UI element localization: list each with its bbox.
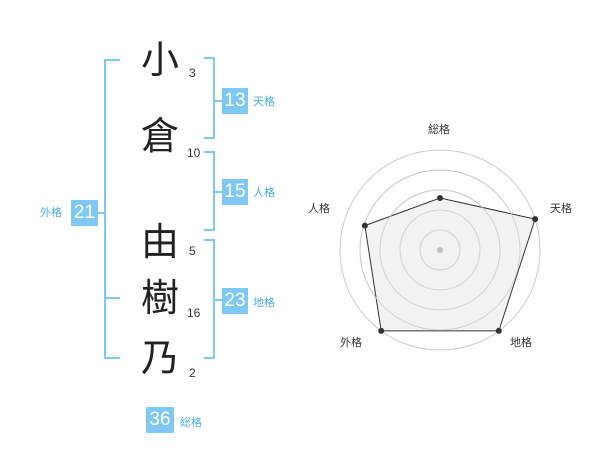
gaikaku-label: 外格 bbox=[40, 206, 62, 219]
radar-grid-ring-overlay bbox=[379, 189, 501, 311]
gaikaku-value: 21 bbox=[71, 200, 98, 226]
radar-grid-ring-overlay bbox=[399, 209, 481, 291]
stroke-count-4: 16 bbox=[187, 306, 201, 320]
stroke-count-1: 3 bbox=[189, 66, 196, 80]
radar-shape bbox=[364, 197, 536, 332]
radar-grid-ring-overlay bbox=[359, 169, 521, 331]
stroke-count-2: 10 bbox=[187, 146, 201, 160]
radar-label-chikaku: 地格 bbox=[510, 336, 532, 349]
name-char-3: 由 bbox=[140, 220, 179, 264]
stroke-count-5: 2 bbox=[189, 366, 196, 380]
radar-point-1 bbox=[437, 195, 443, 201]
radar-point-4 bbox=[378, 327, 385, 334]
radar-label-jinkaku: 人格 bbox=[308, 202, 330, 215]
radar-grid-ring-overlay bbox=[419, 229, 461, 271]
gaikaku-bracket bbox=[104, 59, 120, 359]
radar-label-gaikaku: 外格 bbox=[340, 336, 362, 349]
name-char-1: 小 bbox=[140, 38, 179, 82]
radar-point-2 bbox=[532, 216, 539, 223]
tenkaku-value: 13 bbox=[222, 88, 248, 114]
soukaku-label: 総格 bbox=[180, 416, 202, 429]
stroke-count-3: 5 bbox=[189, 244, 196, 258]
name-char-2: 倉 bbox=[140, 114, 179, 158]
chikaku-value: 23 bbox=[222, 288, 248, 314]
radar-label-soukaku: 総格 bbox=[428, 123, 450, 136]
tenkaku-label: 天格 bbox=[253, 95, 275, 108]
radar-point-5 bbox=[361, 222, 368, 229]
name-char-4: 樹 bbox=[140, 276, 179, 320]
tenkaku-bracket bbox=[204, 57, 215, 139]
radar-grid-ring bbox=[339, 149, 541, 351]
radar-label-tenkaku: 天格 bbox=[550, 202, 572, 215]
radar-center-point bbox=[437, 247, 443, 253]
chikaku-label: 地格 bbox=[253, 296, 275, 309]
name-char-5: 乃 bbox=[140, 336, 179, 380]
radar-point-3 bbox=[495, 327, 502, 334]
jinkaku-label: 人格 bbox=[253, 186, 275, 199]
jinkaku-value: 15 bbox=[222, 179, 248, 205]
soukaku-value: 36 bbox=[146, 407, 174, 433]
